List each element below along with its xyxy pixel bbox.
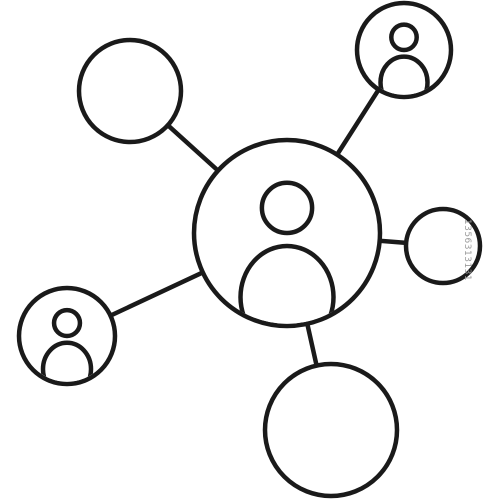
empty-node-circle	[262, 361, 400, 499]
person-head	[51, 307, 83, 339]
node-bottom	[262, 361, 400, 499]
person-icon	[40, 307, 94, 382]
edge-center-to-bottom	[305, 321, 319, 368]
node-right	[403, 206, 483, 286]
node-left	[16, 285, 118, 387]
person-body	[40, 340, 94, 382]
stock-image-id: 1356313131	[461, 218, 472, 282]
node-top-left	[76, 37, 184, 145]
person-body	[378, 54, 430, 95]
node-center	[191, 137, 383, 329]
connector-lines	[108, 87, 409, 368]
empty-node-circle	[403, 206, 483, 286]
empty-node-circle	[76, 37, 184, 145]
person-icon	[378, 22, 430, 95]
edge-center-to-top-right	[334, 87, 381, 157]
edge-center-to-top-left	[165, 122, 221, 173]
node-top-right	[354, 0, 454, 100]
network-nodes	[16, 0, 483, 499]
person-head	[259, 180, 315, 236]
edge-center-to-right	[377, 238, 409, 246]
person-head	[389, 22, 419, 53]
edge-center-to-left	[108, 270, 206, 318]
person-body	[238, 243, 336, 324]
